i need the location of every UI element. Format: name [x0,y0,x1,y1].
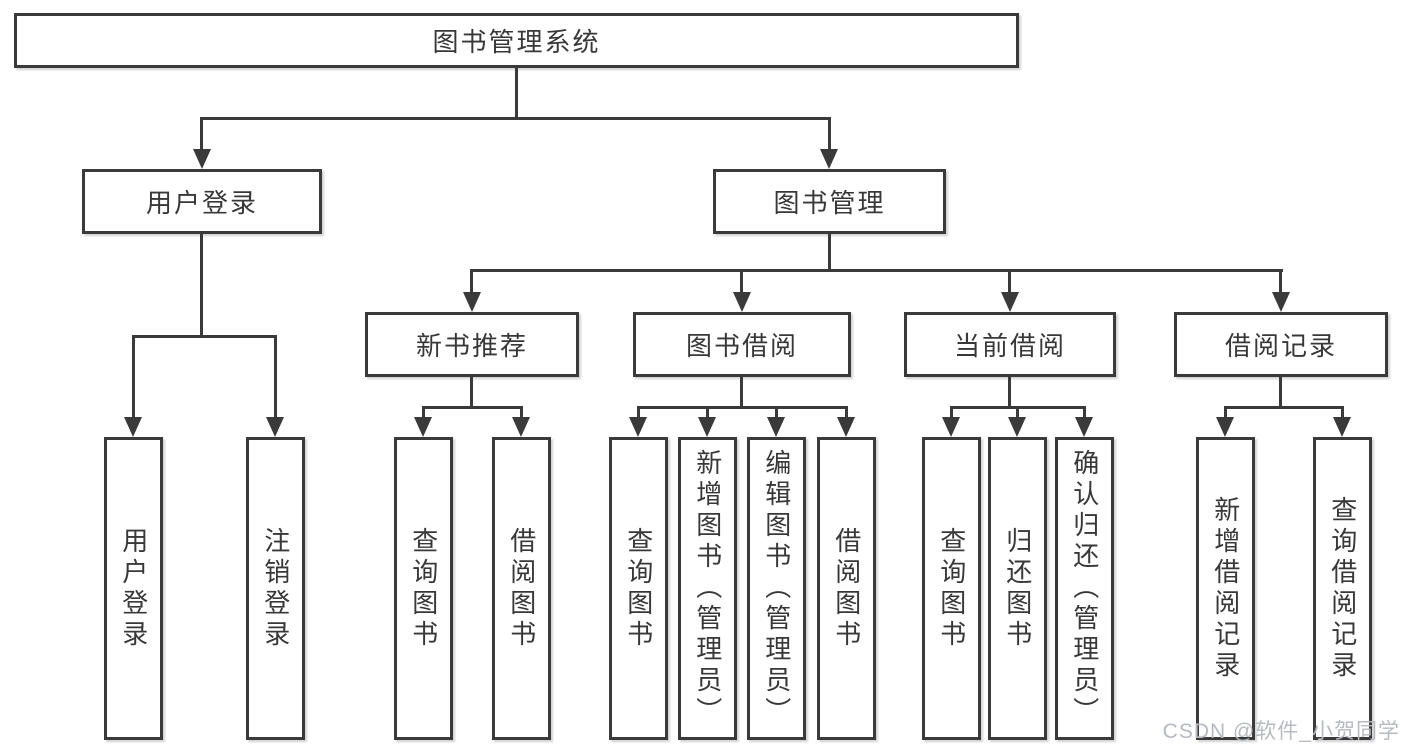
connector-leaf-stub [1341,406,1344,419]
connector-leaf-stub [950,406,953,419]
leaf-query-books: 查询图书 [394,437,453,740]
connector-leaf-stub [1224,406,1227,419]
connector-leaf-stub [775,406,778,419]
leaf-confirm-return-admin: 确认归还（管理员） [1055,437,1114,740]
connector-bus-borrowing-records [1224,406,1344,409]
leaf-add-borrow-record: 新增借阅记录 [1196,437,1255,740]
connector-to-leaf-user-login [132,335,135,420]
connector-leaf-stub [1083,406,1086,419]
arrowhead-down-icon [629,417,647,437]
connector-bus-new-book [422,406,523,409]
arrowhead-down-icon [733,292,751,312]
node-current-borrowing: 当前借阅 [904,312,1116,377]
connector-to-book-borrowing [740,269,743,295]
node-book-management: 图书管理 [713,169,946,234]
connector-bus-level3 [470,269,1283,272]
connector-to-current-borrowing [1008,269,1011,295]
arrowhead-down-icon [414,417,432,437]
connector-leaf-stub [637,406,640,419]
arrowhead-down-icon [698,417,716,437]
connector-leaf-stub [706,406,709,419]
arrowhead-down-icon [124,417,142,437]
connector-to-book-management [828,117,831,152]
arrowhead-down-icon [1216,417,1234,437]
connector-to-borrowing-records [1279,269,1282,295]
arrowhead-down-icon [1001,292,1019,312]
leaf-logout-login: 注销登录 [246,437,305,740]
connector-to-new-book [470,269,473,295]
connector-leaf-stub [1016,406,1019,419]
arrowhead-down-icon [942,417,960,437]
arrowhead-down-icon [820,149,838,169]
connector-borrowing-records-stub [1279,376,1282,408]
leaf-borrow-books-2: 借阅图书 [817,437,876,740]
connector-new-book-stub [470,376,473,408]
leaf-edit-books-admin: 编辑图书（管理员） [747,437,806,740]
connector-book-management-stub [828,233,831,271]
arrowhead-down-icon [1333,417,1351,437]
arrowhead-down-icon [767,417,785,437]
arrowhead-down-icon [1272,292,1290,312]
watermark: CSDN @软件_小贺同学 [1162,720,1400,743]
connector-bus-book-borrowing [637,406,848,409]
connector-user-login-stub [200,233,203,337]
arrowhead-down-icon [1008,417,1026,437]
arrowhead-down-icon [266,417,284,437]
connector-bus-level2 [200,117,831,120]
node-borrowing-records: 借阅记录 [1174,312,1388,377]
arrowhead-down-icon [463,292,481,312]
connector-leaf-stub [845,406,848,419]
connector-current-borrowing-stub [1008,376,1011,408]
connector-to-user-login [200,117,203,152]
arrowhead-down-icon [512,417,530,437]
leaf-query-books-2: 查询图书 [609,437,668,740]
connector-bus-user-login [132,335,277,338]
connector-leaf-stub [422,406,425,419]
connector-book-borrowing-stub [740,376,743,408]
leaf-query-books-3: 查询图书 [922,437,981,740]
leaf-query-borrow-record: 查询借阅记录 [1313,437,1372,740]
leaf-add-books-admin: 新增图书（管理员） [678,437,737,740]
node-new-book-recommendation: 新书推荐 [365,312,579,377]
connector-leaf-stub [520,406,523,419]
node-library-management-system: 图书管理系统 [14,13,1019,68]
leaf-user-login: 用户登录 [104,437,163,740]
arrowhead-down-icon [193,149,211,169]
leaf-borrow-books: 借阅图书 [492,437,551,740]
leaf-return-books: 归还图书 [988,437,1047,740]
arrowhead-down-icon [1075,417,1093,437]
connector-root-stub [515,68,518,120]
arrowhead-down-icon [837,417,855,437]
connector-to-leaf-logout [274,335,277,420]
node-book-borrowing: 图书借阅 [633,312,851,377]
node-user-login: 用户登录 [82,169,322,234]
